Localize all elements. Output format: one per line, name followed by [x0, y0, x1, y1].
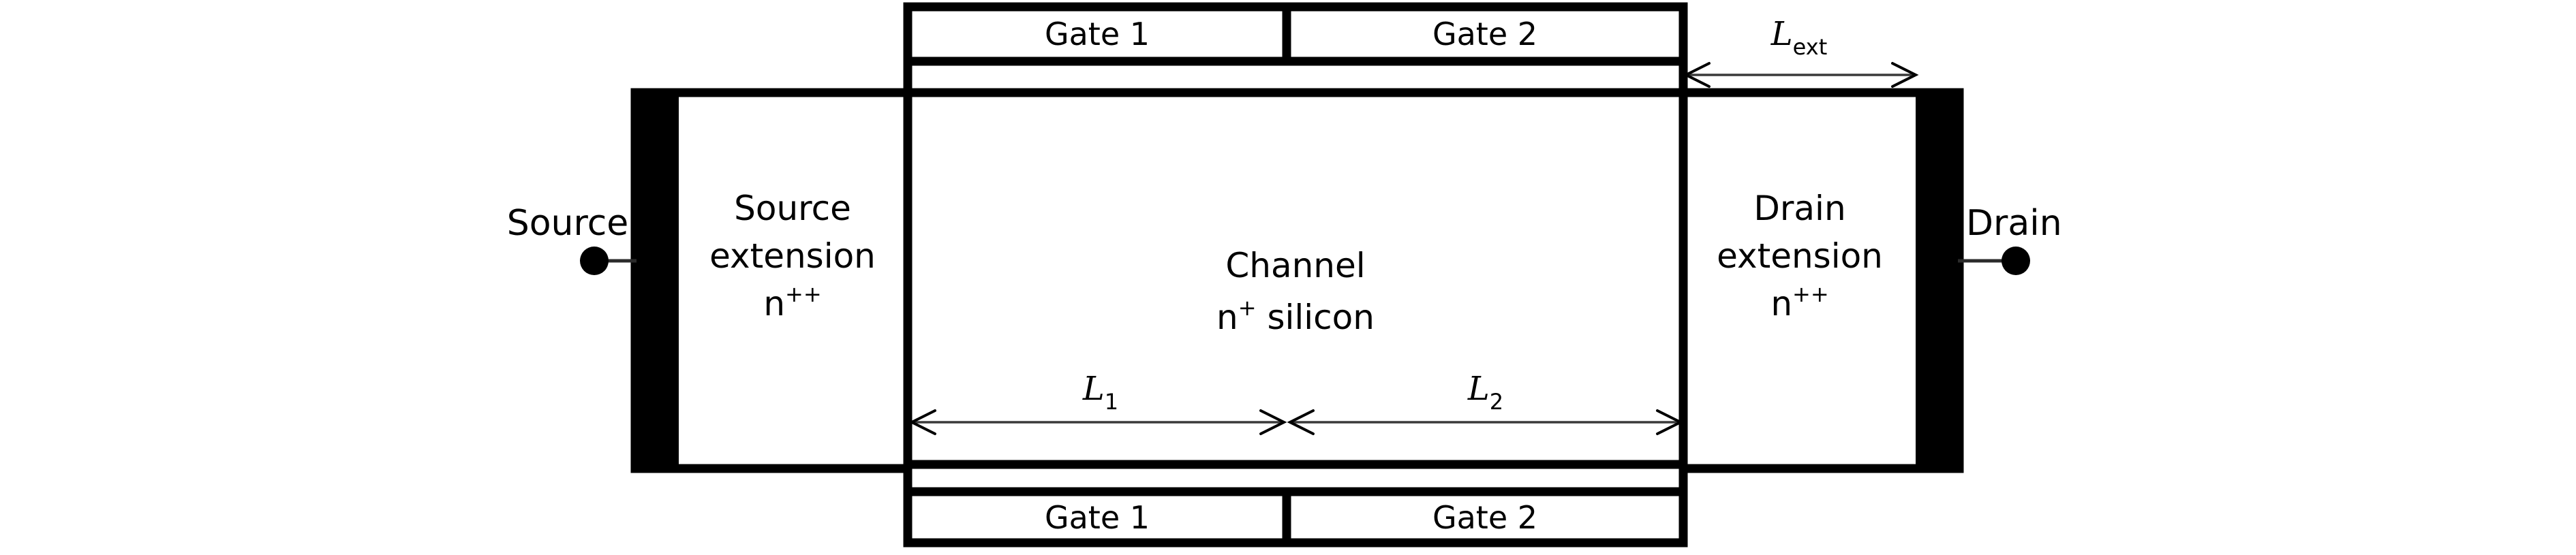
- device-body: [630, 88, 1964, 473]
- channel-label-group: Channel n+ silicon: [1216, 246, 1375, 337]
- lext-label: Lext: [1770, 15, 1827, 60]
- l2-arrowhead-right: [1656, 409, 1684, 435]
- channel-doping-sup: +: [1238, 295, 1257, 321]
- lext-arrowhead-left: [1683, 62, 1711, 88]
- lext-arrowhead-right: [1891, 62, 1919, 88]
- drain-terminal[interactable]: Drain: [1958, 203, 2062, 275]
- source-extension-line1: Source: [734, 189, 851, 228]
- l2-label-sub: 2: [1490, 389, 1503, 415]
- source-extension-doping-base: n: [763, 284, 785, 323]
- drain-terminal-dot[interactable]: [2002, 247, 2030, 275]
- l1-label-sub: 1: [1105, 389, 1118, 415]
- source-extension-label-group: Source extension n++: [709, 189, 876, 323]
- l1-arrowhead-left: [908, 409, 936, 435]
- source-contact-block[interactable]: [635, 93, 679, 469]
- drain-terminal-label: Drain: [1966, 203, 2062, 244]
- drain-extension-doping: n++: [1770, 281, 1828, 323]
- top-gate-1-label: Gate 1: [1045, 16, 1150, 52]
- lext-label-base: L: [1770, 15, 1793, 53]
- source-extension-line2: extension: [709, 236, 876, 276]
- bottom-gate-1-box[interactable]: [903, 487, 1291, 548]
- top-gate-2-label: Gate 2: [1432, 16, 1537, 52]
- source-terminal-dot[interactable]: [580, 247, 609, 275]
- bottom-gate-2-box[interactable]: [1282, 487, 1688, 548]
- source-extension-doping: n++: [763, 281, 821, 323]
- drain-extension-line1: Drain: [1753, 189, 1845, 228]
- channel-doping-base: n: [1216, 298, 1238, 337]
- channel-material-line: n+ silicon: [1216, 295, 1375, 337]
- l2-label: L2: [1467, 370, 1503, 415]
- bottom-gate-2-label: Gate 2: [1432, 499, 1537, 536]
- lext-label-sub: ext: [1793, 34, 1828, 60]
- l2-label-base: L: [1467, 370, 1490, 408]
- l1-label: L1: [1082, 370, 1118, 415]
- source-terminal-label: Source: [507, 203, 629, 244]
- l2-arrowhead-left: [1287, 409, 1315, 435]
- drain-extension-doping-sup: ++: [1792, 281, 1829, 307]
- dimension-l1: L1: [908, 370, 1287, 435]
- bottom-gate-oxide-strip: [903, 460, 1688, 496]
- dimension-lext: Lext: [1683, 15, 1919, 88]
- dimension-l2: L2: [1287, 370, 1684, 435]
- source-terminal[interactable]: Source: [507, 203, 637, 275]
- drain-extension-label-group: Drain extension n++: [1717, 189, 1883, 323]
- source-extension-doping-sup: ++: [785, 281, 822, 307]
- body-outline: [630, 88, 1964, 473]
- bottom-gate-stack: Gate 1 Gate 2: [903, 460, 1688, 548]
- l1-label-base: L: [1082, 370, 1105, 408]
- bottom-gate-1-label: Gate 1: [1045, 499, 1150, 536]
- drain-extension-doping-base: n: [1770, 284, 1792, 323]
- top-gate-stack: Gate 1 Gate 2: [903, 2, 1688, 101]
- channel-material: silicon: [1257, 298, 1375, 337]
- drain-extension-line2: extension: [1717, 236, 1883, 276]
- l1-arrowhead-right: [1259, 409, 1287, 435]
- channel-line1: Channel: [1225, 246, 1365, 285]
- drain-contact-block[interactable]: [1916, 93, 1959, 469]
